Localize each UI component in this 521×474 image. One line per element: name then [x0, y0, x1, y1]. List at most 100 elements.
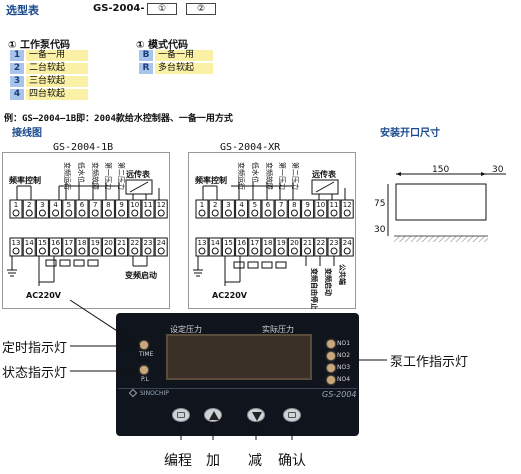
right-free-stop: 变频自由停止: [310, 268, 319, 309]
terminal: 20: [287, 237, 301, 257]
terminal-number: 1: [14, 201, 18, 209]
screw-icon: [211, 209, 219, 217]
terminal-number: 19: [91, 239, 100, 247]
terminal-number: 13: [198, 239, 207, 247]
model-slot-1: ①: [147, 3, 177, 15]
terminal: 1: [9, 199, 23, 219]
screw-icon: [198, 247, 206, 255]
terminal-number: 3: [226, 201, 230, 209]
program-button[interactable]: [172, 408, 190, 422]
model-slot-2: ②: [186, 3, 216, 15]
terminal: 17: [248, 237, 262, 257]
pump2-led-label: NO2: [337, 352, 351, 359]
terminal: 11: [327, 199, 341, 219]
screw-icon: [91, 209, 99, 217]
arrow-up-icon: [209, 411, 219, 420]
terminal: 6: [75, 199, 89, 219]
mode-code-label: 多台软起: [155, 63, 213, 74]
right-vertical-labels: 变频运行 低水位 变频故障 第一压力 第二压力: [237, 162, 300, 190]
mode-code-num: R: [139, 63, 153, 74]
pump-code-num: 4: [10, 89, 24, 100]
terminal: 17: [62, 237, 76, 257]
terminal-number: 6: [80, 201, 85, 209]
program-callout: 编程: [164, 453, 192, 469]
screw-icon: [290, 247, 298, 255]
cutout-heading: 安装开口尺寸: [380, 128, 440, 139]
screw-icon: [317, 247, 325, 255]
terminal-number: 18: [264, 239, 273, 247]
confirm-icon: [288, 412, 296, 418]
terminal: 5: [62, 199, 76, 219]
terminal-number: 24: [343, 239, 352, 247]
timer-led-label: TIME: [139, 351, 154, 358]
screw-icon: [78, 247, 86, 255]
screw-icon: [12, 209, 20, 217]
right-top-label: 低水位: [251, 162, 260, 183]
cutout-drawing: 150 30 75 30: [374, 165, 506, 242]
terminal-number: 14: [211, 239, 220, 247]
right-top-label: 第二压力: [291, 162, 300, 190]
terminal: 1: [195, 199, 209, 219]
mode-code-num: B: [139, 50, 153, 61]
display-screen: [166, 334, 312, 380]
screw-icon: [131, 247, 139, 255]
screw-icon: [25, 209, 33, 217]
terminal-number: 15: [224, 239, 233, 247]
terminal-number: 1: [200, 201, 204, 209]
terminal-number: 6: [266, 201, 271, 209]
mode-code-row: B 一备一用: [139, 50, 213, 61]
screw-icon: [330, 209, 338, 217]
screw-icon: [38, 247, 46, 255]
terminal: 18: [261, 237, 275, 257]
screw-icon: [38, 209, 46, 217]
terminal-number: 4: [53, 201, 58, 209]
pump2-led-icon: [327, 352, 335, 360]
terminal-number: 15: [38, 239, 47, 247]
pump-code-label: 三台软起: [26, 76, 88, 87]
terminal: 9: [115, 199, 129, 219]
subtract-button[interactable]: [247, 408, 265, 422]
cutout-width: 150: [432, 165, 449, 175]
right-freq-control: 频率控制: [195, 175, 227, 185]
screw-icon: [211, 247, 219, 255]
right-power-label: AC220V: [212, 291, 248, 300]
screw-icon: [157, 209, 165, 217]
terminal-number: 14: [25, 239, 34, 247]
screw-icon: [104, 209, 112, 217]
right-inverter-start: 变频启动: [324, 268, 333, 296]
confirm-button[interactable]: [283, 408, 301, 422]
pump-code-row: 2 二台软起: [10, 63, 88, 74]
terminal-number: 11: [330, 201, 339, 209]
arrow-down-icon: [252, 412, 262, 421]
add-button[interactable]: [204, 408, 222, 422]
screw-icon: [52, 209, 60, 217]
pump-code-row: 4 四台软起: [10, 89, 88, 100]
screw-icon: [198, 209, 206, 217]
terminal: 11: [141, 199, 155, 219]
screw-icon: [304, 209, 312, 217]
screw-icon: [65, 247, 73, 255]
left-power-label: AC220V: [26, 291, 62, 300]
terminal: 22: [128, 237, 142, 257]
terminal-number: 4: [239, 201, 244, 209]
terminal-number: 9: [119, 201, 123, 209]
cutout-side: 30: [492, 165, 504, 175]
timer-led-icon: [140, 341, 148, 349]
screw-icon: [224, 247, 232, 255]
screw-icon: [264, 209, 272, 217]
right-top-label: 第一压力: [278, 162, 287, 190]
terminal-number: 21: [303, 239, 312, 247]
cutout-bottom: 30: [374, 225, 386, 235]
terminal-number: 19: [277, 239, 286, 247]
screw-icon: [104, 247, 112, 255]
pump-code-label: 一备一用: [26, 50, 88, 61]
pump-code-label: 四台软起: [26, 89, 88, 100]
left-top-label: 变频故障: [91, 162, 100, 190]
terminal: 10: [314, 199, 328, 219]
example-text: 例：GS—2004—1B即：2004款给水控制器、一备一用方式: [4, 114, 233, 124]
terminal: 14: [208, 237, 222, 257]
pump-code-row: 1 一备一用: [10, 50, 88, 61]
screw-icon: [238, 209, 246, 217]
